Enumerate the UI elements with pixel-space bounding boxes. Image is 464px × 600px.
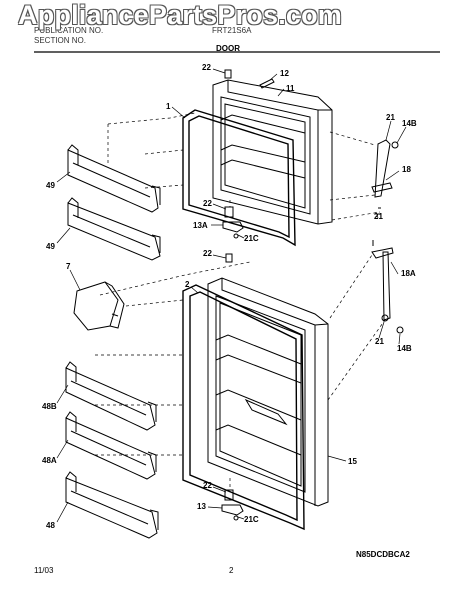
footer-page-number: 2 — [229, 566, 234, 575]
callout-22-top: 22 — [202, 63, 211, 72]
freezer-door-shelf-top — [67, 144, 161, 213]
freezer-door-shelf-bottom — [67, 197, 161, 261]
callout-22-lower: 22 — [203, 249, 212, 258]
callout-22-mid: 22 — [203, 199, 212, 208]
callout-21-top: 21 — [386, 113, 395, 122]
freezer-door-gasket — [182, 109, 296, 247]
callout-49-top: 49 — [46, 181, 55, 190]
door-shelf-48B — [65, 361, 157, 431]
callout-21-bottom: 21 — [375, 337, 384, 346]
footer-diagram-code: N85DCDBCA2 — [356, 550, 410, 559]
callout-14B-top: 14B — [402, 119, 417, 128]
site-watermark: AppliancePartsPros.com — [18, 0, 343, 30]
fresh-food-door-outer-panel — [207, 277, 329, 507]
callout-13: 13 — [197, 502, 206, 511]
callout-21C-top: 21C — [244, 234, 259, 243]
section-label: SECTION NO. — [34, 36, 87, 45]
callout-49-bottom: 49 — [46, 242, 55, 251]
callout-1: 1 — [166, 102, 171, 111]
callout-14B-bottom: 14B — [397, 344, 412, 353]
freezer-door-inner-liner — [220, 96, 311, 215]
callout-48B: 48B — [42, 402, 57, 411]
section-title: DOOR — [216, 44, 240, 53]
callout-22-bottom: 22 — [203, 481, 212, 490]
callout-12: 12 — [280, 69, 289, 78]
lower-hinge-bracket — [371, 240, 404, 334]
door-shelf-48A — [65, 411, 157, 480]
model-text: FRT21S6A — [212, 26, 252, 35]
dairy-compartment-door — [73, 281, 125, 331]
upper-hinge-bracket — [371, 139, 399, 215]
callout-13A: 13A — [193, 221, 208, 230]
lower-leader-lines — [95, 254, 386, 490]
callout-21-mid: 21 — [374, 212, 383, 221]
callout-7: 7 — [66, 262, 71, 271]
door-shelf-48 — [65, 471, 159, 539]
freezer-door-stop-parts — [222, 69, 275, 239]
fresh-food-door-gasket — [182, 284, 305, 531]
callout-11: 11 — [286, 84, 295, 93]
callout-15: 15 — [348, 457, 357, 466]
upper-leader-lines — [107, 112, 381, 221]
freezer-door-outer-panel — [212, 79, 333, 225]
footer-date: 11/03 — [34, 566, 54, 575]
callout-18A: 18A — [401, 269, 416, 278]
callout-leaders — [56, 68, 407, 523]
callout-18: 18 — [402, 165, 411, 174]
callout-48A: 48A — [42, 456, 57, 465]
callout-48: 48 — [46, 521, 55, 530]
fresh-food-door-inner-liner — [215, 295, 306, 493]
callout-2: 2 — [185, 280, 190, 289]
callout-21C-bottom: 21C — [244, 515, 259, 524]
publication-label: PUBLICATION NO. — [34, 26, 104, 35]
